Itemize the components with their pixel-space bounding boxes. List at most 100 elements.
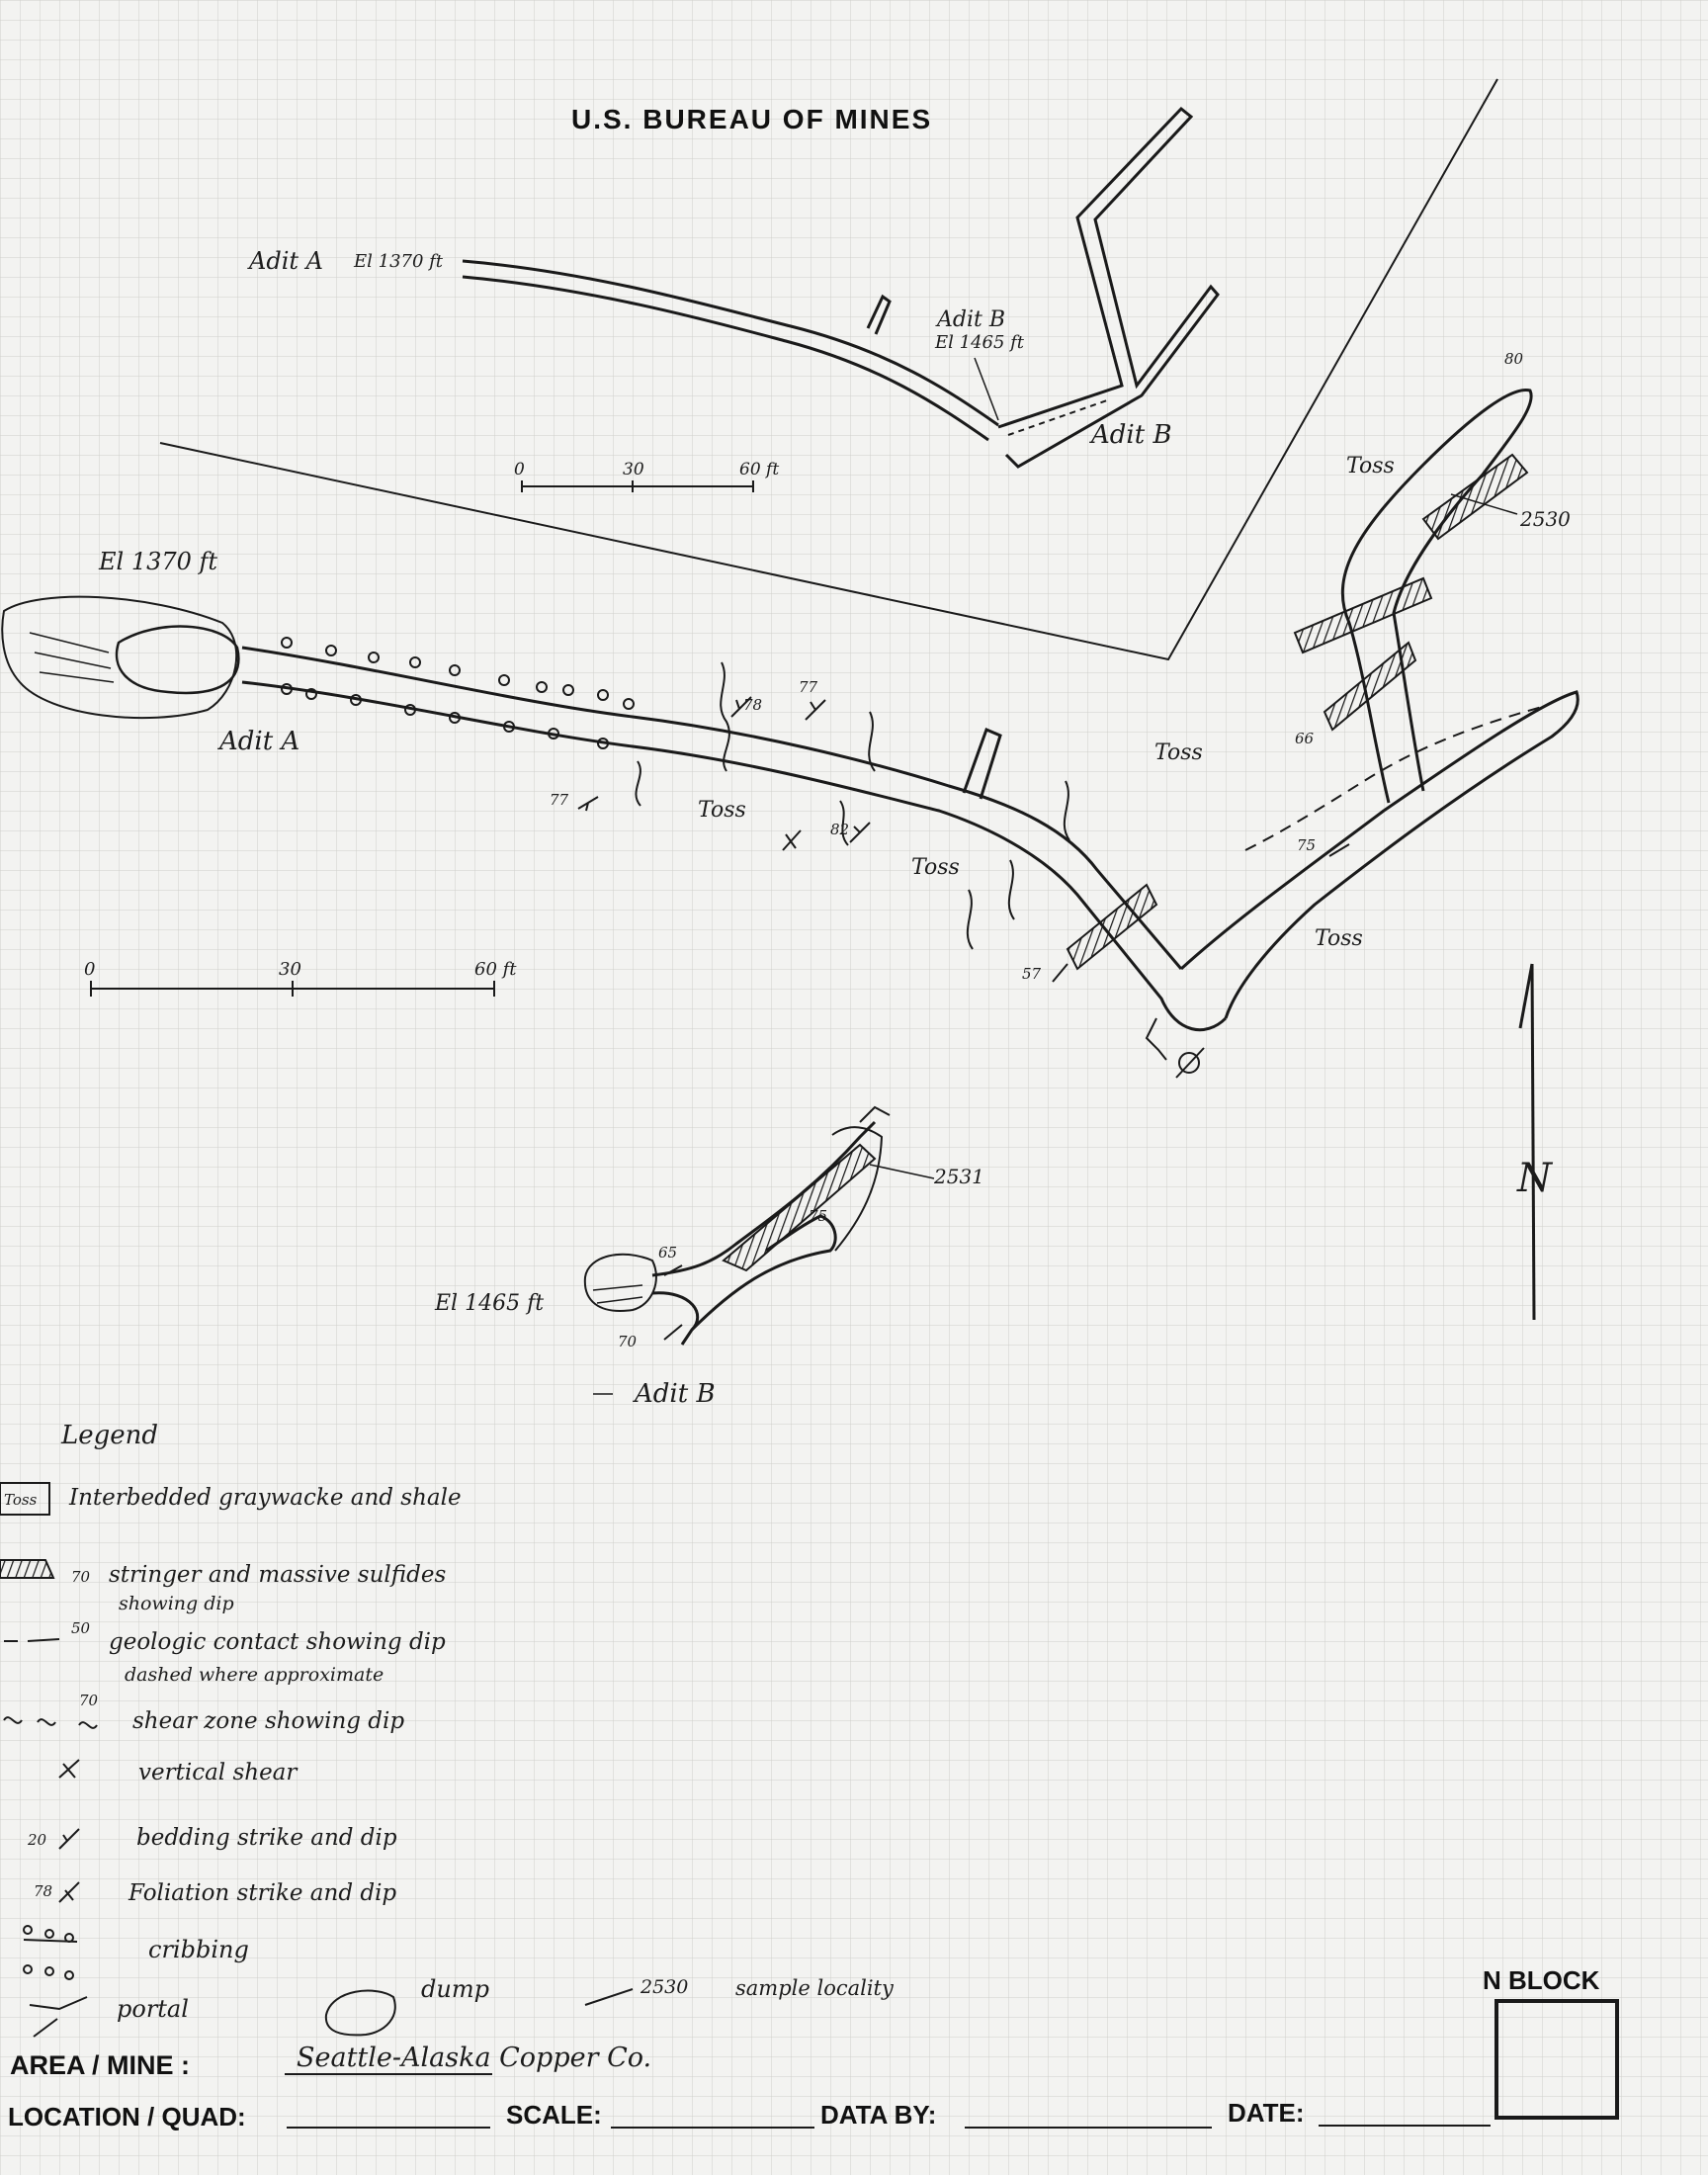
elevation-label: El 1370 ft [353, 251, 444, 272]
foliation-symbol [1328, 843, 1350, 857]
dump-lines [29, 632, 115, 683]
scale-label: 60 ft [739, 460, 779, 479]
legend-symbol-portal [29, 1996, 88, 2038]
sulfide-zone [1421, 453, 1529, 541]
tunnel-wall [651, 1120, 877, 1277]
dip-value: 77 [550, 791, 569, 809]
scale-label: 30 [623, 460, 644, 479]
shear-dip-symbol [859, 1105, 891, 1123]
scale-label: 0 [514, 460, 525, 479]
label-adit-b: Adit B [935, 307, 1005, 332]
legend-symbol-sulfides [0, 1559, 55, 1579]
dip-value: 66 [1295, 730, 1315, 747]
sulfide-zone [1066, 883, 1158, 971]
shear-zone [635, 760, 641, 807]
legend-item-text: Foliation strike and dip [128, 1880, 396, 1906]
legend-symbol-sample [584, 1988, 634, 2006]
legend: Legend Toss Interbedded graywacke and sh… [0, 1421, 895, 2038]
legend-item-text: bedding strike and dip [136, 1825, 397, 1851]
dip-value: 78 [743, 696, 762, 714]
portal-symbol-line [1175, 1047, 1205, 1079]
scale-label: 30 [279, 959, 301, 980]
dip-value: 82 [830, 821, 849, 838]
n-block-box [1494, 1999, 1619, 2120]
upper-adit-plan: Adit A El 1370 ft Adit B El 1465 ft Adit… [159, 78, 1498, 661]
legend-symbol-contact [4, 1638, 60, 1642]
adit-a-plan: Toss Toss Toss Toss Toss 78 77 77 82 75 … [1, 350, 1580, 1079]
legend-item-text: vertical shear [138, 1760, 299, 1785]
dump-symbol [583, 1253, 657, 1312]
elevation-label: El 1465 ft [934, 332, 1025, 353]
unit-label-toss: Toss [698, 798, 746, 823]
data-by-label: DATA BY: [820, 2100, 936, 2130]
foliation-symbol [730, 696, 752, 718]
legend-item-text: sample locality [735, 1976, 895, 2000]
legend-symbol-label: Toss [4, 1491, 38, 1509]
tunnel-wall [241, 646, 1183, 970]
legend-item-text: Interbedded graywacke and shale [68, 1485, 462, 1511]
tunnel-stub [962, 727, 1002, 800]
scale-label: 60 ft [474, 959, 517, 980]
title-block: AREA / MINE : Seattle-Alaska Copper Co. … [8, 1965, 1619, 2132]
page-title: U.S. BUREAU OF MINES [571, 104, 932, 134]
shear-dip-symbol [577, 796, 599, 812]
shear-zone [966, 889, 974, 950]
legend-symbol-label: 50 [71, 1619, 91, 1637]
legend-symbol-toss-box [0, 1482, 50, 1516]
date-label: DATE: [1228, 2098, 1305, 2128]
scale-label: 0 [84, 959, 95, 980]
legend-item-text: cribbing [148, 1936, 249, 1963]
bedding-symbol [849, 822, 871, 843]
portal-symbol [1178, 1052, 1200, 1074]
dip-value: 57 [1022, 965, 1042, 983]
strike-dip-symbol [663, 1264, 683, 1276]
sulfide-zone [1323, 641, 1417, 732]
unit-label-toss: Toss [1346, 454, 1395, 478]
dip-value: 65 [658, 1244, 677, 1262]
shear-zone [839, 800, 849, 846]
dip-value: 70 [618, 1333, 638, 1350]
legend-item-text: shear zone showing dip [132, 1708, 404, 1734]
sample-label: 2530 [1519, 507, 1571, 531]
adit-b-plan: 2531 65 75 70 El 1465 ft Adit B [434, 1105, 984, 1409]
tunnel-wall [831, 1126, 884, 1252]
dip-value: 80 [1504, 350, 1524, 368]
unit-label-toss: Toss [1315, 926, 1363, 951]
location-quad-label: LOCATION / QUAD: [8, 2102, 246, 2132]
shear-zone [1244, 706, 1543, 851]
sulfide-zone [722, 1143, 877, 1272]
legend-symbol-label: 70 [71, 1568, 91, 1586]
north-arrow-head [1518, 963, 1534, 1029]
label-adit-a: Adit A [247, 247, 323, 275]
strike-dip-symbol [663, 1324, 683, 1341]
north-arrow: N [1516, 963, 1554, 1321]
legend-symbol-dump [324, 1989, 396, 2037]
shear-zone [720, 661, 730, 772]
shear-zone [868, 711, 876, 772]
tunnel-wall [462, 259, 999, 427]
elevation-label: El 1370 ft [98, 548, 217, 575]
legend-symbol-vertical-shear [58, 1759, 80, 1779]
tunnel-wall [690, 1214, 837, 1332]
legend-item-text: geologic contact showing dip [109, 1629, 446, 1655]
dip-value: 75 [1297, 836, 1316, 854]
legend-item-subtext: showing dip [119, 1593, 234, 1614]
cribbing-symbols [281, 637, 635, 749]
sulfide-zone [1293, 576, 1433, 654]
label-adit-b-portal: Adit B [1089, 420, 1172, 450]
geologic-contact-dashed [1007, 399, 1108, 436]
elevation-label: El 1465 ft [434, 1291, 544, 1316]
shear-zone [1145, 1017, 1167, 1061]
legend-item-subtext: dashed where approximate [125, 1664, 384, 1686]
dump-symbol [1, 595, 238, 720]
shear-zone [1007, 859, 1015, 920]
scale-field-label: SCALE: [506, 2100, 602, 2130]
label-adit-a: Adit A [217, 727, 299, 756]
n-block-label: N BLOCK [1483, 1965, 1600, 1995]
tunnel-stub [866, 294, 892, 335]
tunnel-wall [1179, 690, 1580, 1019]
legend-item-text: portal [117, 1995, 189, 2023]
legend-symbol-label: 2530 [640, 1976, 688, 1998]
shear-zone [1063, 780, 1070, 841]
